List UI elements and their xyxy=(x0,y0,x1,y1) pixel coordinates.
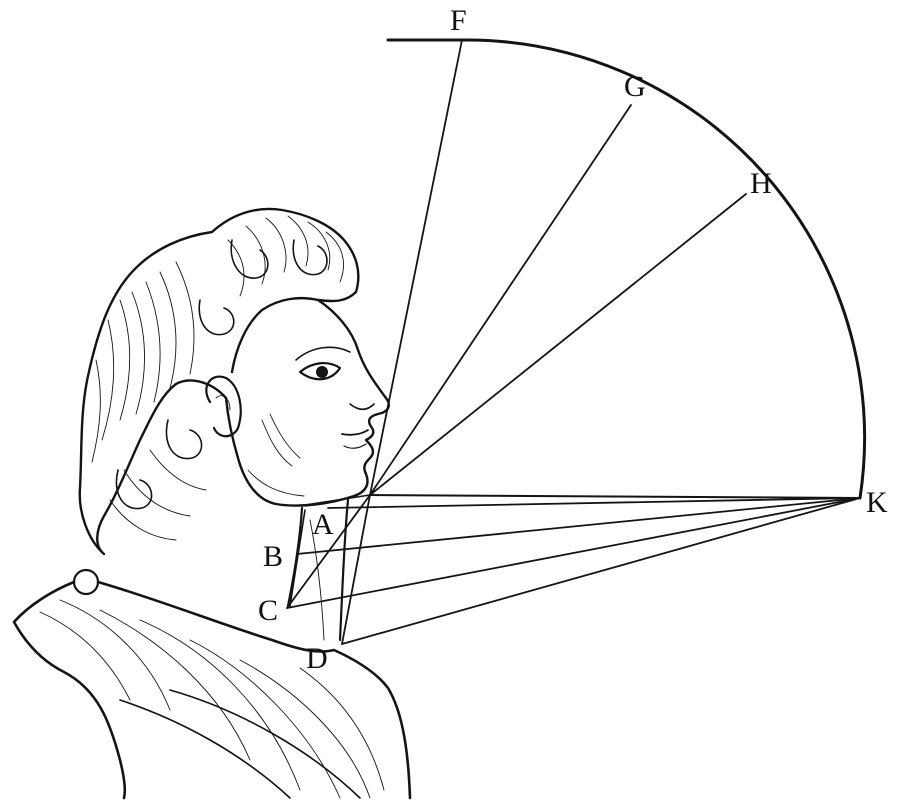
label-b: B xyxy=(263,540,283,573)
label-a: A xyxy=(312,508,334,541)
line-k-d xyxy=(342,498,860,644)
ray-to-h xyxy=(370,194,746,495)
profile-head-illustration xyxy=(14,209,410,798)
arc-fgh-k xyxy=(388,40,865,498)
line-k-c xyxy=(287,498,860,608)
label-h: H xyxy=(750,167,772,200)
label-c: C xyxy=(258,594,278,627)
ray-to-k xyxy=(370,495,860,498)
label-k: K xyxy=(866,486,888,519)
label-d: D xyxy=(306,642,328,675)
label-f: F xyxy=(450,4,467,37)
label-g: G xyxy=(624,70,646,103)
